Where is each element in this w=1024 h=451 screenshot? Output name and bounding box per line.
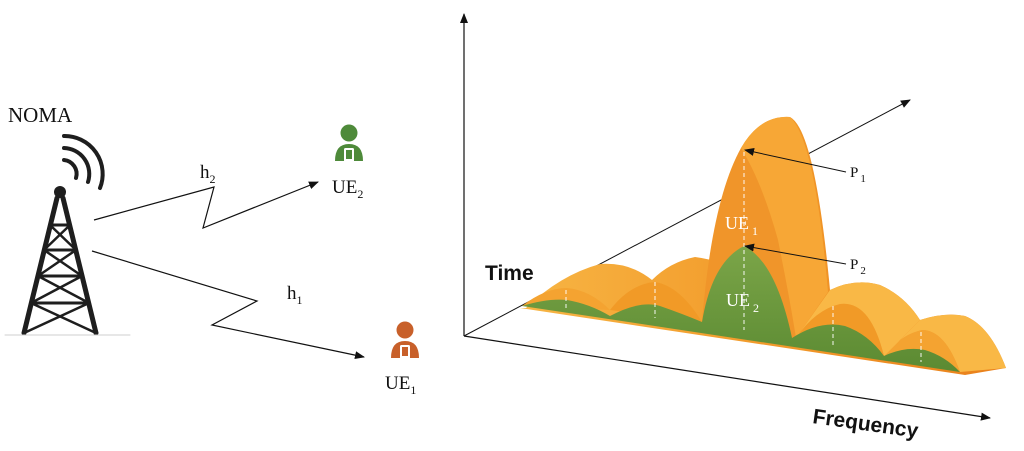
user-phone-icon-ue2 <box>335 124 363 162</box>
green-surface <box>522 246 960 372</box>
user-phone-icon-ue1 <box>391 321 419 359</box>
subcarrier-markers <box>565 152 922 362</box>
channel-link-ue2 <box>93 181 319 230</box>
orange-main-lobe-side <box>741 116 828 338</box>
channel-label-h2: h2 <box>200 162 216 186</box>
channel-label-h1: h1 <box>287 283 303 307</box>
tower-label: NOMA <box>8 103 73 127</box>
user-label-ue2: UE2 <box>332 177 363 201</box>
time-axis-label: Time <box>485 262 534 285</box>
user-label-ue1: UE1 <box>385 373 416 397</box>
orange-lobe-right-back <box>796 282 920 356</box>
frequency-axis-label: Frequency <box>811 405 920 443</box>
frequency-axis <box>463 335 991 421</box>
channel-link-ue1 <box>91 250 365 360</box>
p1-indicator <box>744 148 847 173</box>
orange-lobe-right-back-2 <box>884 314 1006 372</box>
antenna-tower-icon <box>4 133 131 336</box>
p2-indicator <box>744 243 847 265</box>
